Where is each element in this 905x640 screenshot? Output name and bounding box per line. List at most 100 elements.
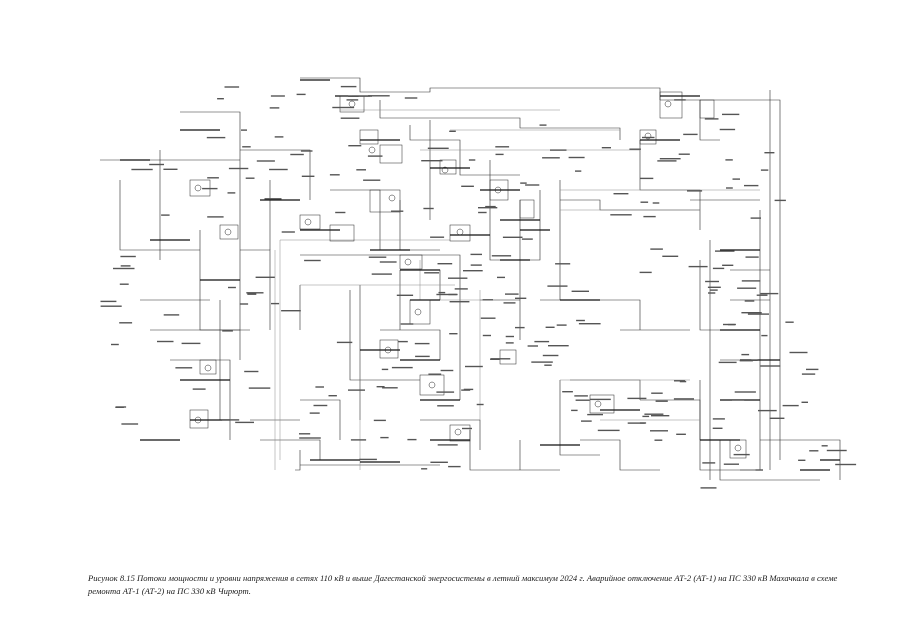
label-mark	[556, 324, 567, 326]
label-mark	[568, 156, 585, 159]
label-mark	[702, 462, 716, 464]
label-mark	[367, 155, 383, 157]
label-mark	[255, 276, 275, 278]
power-line	[570, 379, 641, 400]
label-mark	[708, 292, 716, 294]
caption-line-2: ремонта АТ-1 (АТ-2) на ПС 330 кВ Чирюрт.	[88, 586, 251, 596]
label-mark	[207, 216, 224, 218]
label-mark	[437, 405, 454, 407]
label-mark	[521, 238, 533, 240]
label-mark	[119, 283, 129, 285]
label-mark	[674, 380, 686, 382]
transformer-symbol	[304, 218, 312, 226]
label-mark	[639, 422, 647, 424]
label-mark	[436, 293, 458, 296]
label-mark	[705, 280, 719, 283]
label-mark	[245, 177, 255, 179]
power-line	[520, 190, 541, 261]
label-mark	[801, 373, 816, 375]
power-line	[469, 430, 560, 471]
label-mark	[207, 177, 219, 179]
label-mark	[760, 365, 781, 367]
label-mark	[359, 458, 377, 461]
power-line	[349, 290, 420, 381]
label-mark	[414, 342, 430, 345]
label-mark	[707, 286, 721, 288]
power-line	[559, 380, 600, 456]
label-mark	[346, 99, 359, 101]
label-mark	[480, 317, 496, 319]
substation-block	[369, 189, 401, 213]
label-mark	[424, 272, 440, 274]
label-mark	[542, 354, 559, 357]
label-mark	[613, 193, 629, 195]
label-mark	[421, 160, 443, 162]
transformer-symbol	[428, 381, 436, 389]
label-mark	[587, 413, 603, 416]
label-mark	[256, 160, 275, 162]
label-mark	[715, 250, 735, 252]
power-line	[240, 249, 271, 330]
label-mark	[527, 345, 538, 347]
label-mark	[281, 310, 301, 312]
label-mark	[712, 418, 725, 420]
label-mark	[465, 365, 483, 368]
label-mark	[161, 214, 170, 216]
label-mark	[734, 391, 756, 393]
label-mark	[769, 417, 785, 419]
label-mark	[400, 323, 414, 325]
label-mark	[313, 404, 328, 407]
label-mark	[642, 136, 655, 139]
label-mark	[525, 184, 540, 186]
label-mark	[192, 388, 206, 390]
label-mark	[120, 255, 136, 258]
label-mark	[461, 389, 471, 391]
label-mark	[454, 288, 468, 290]
label-mark	[115, 406, 127, 408]
label-mark	[732, 399, 745, 401]
label-mark	[575, 399, 590, 401]
label-mark	[490, 358, 500, 360]
label-mark	[113, 267, 135, 270]
label-mark	[470, 253, 482, 256]
label-mark	[270, 95, 285, 97]
label-mark	[227, 192, 236, 194]
power-line	[379, 100, 621, 140]
label-mark	[271, 302, 280, 305]
power-line	[380, 329, 441, 360]
label-mark	[428, 373, 442, 375]
substation-block	[449, 424, 471, 442]
label-mark	[120, 265, 131, 267]
label-mark	[491, 255, 512, 257]
label-mark	[269, 107, 280, 109]
label-mark	[181, 342, 201, 345]
label-mark	[674, 99, 686, 101]
label-mark	[651, 392, 663, 394]
label-mark	[601, 147, 611, 149]
label-mark	[100, 300, 117, 303]
label-mark	[687, 190, 703, 192]
label-mark	[281, 231, 295, 233]
power-line	[600, 299, 641, 330]
label-mark	[299, 437, 321, 439]
label-mark	[741, 353, 750, 356]
label-mark	[440, 369, 454, 372]
label-mark	[725, 159, 733, 161]
label-mark	[368, 256, 387, 258]
label-mark	[683, 133, 698, 136]
label-mark	[495, 146, 510, 148]
label-mark	[407, 438, 417, 441]
label-mark	[363, 179, 381, 181]
label-mark	[462, 427, 472, 430]
label-mark	[217, 98, 224, 100]
label-mark	[309, 412, 320, 414]
label-mark	[415, 355, 430, 358]
label-mark	[723, 463, 739, 465]
label-mark	[750, 217, 761, 219]
label-mark	[741, 280, 761, 282]
transformer-symbol	[204, 364, 212, 372]
transformer-symbol	[494, 186, 502, 194]
label-mark	[719, 128, 736, 131]
power-line	[740, 210, 761, 471]
label-mark	[476, 403, 484, 406]
